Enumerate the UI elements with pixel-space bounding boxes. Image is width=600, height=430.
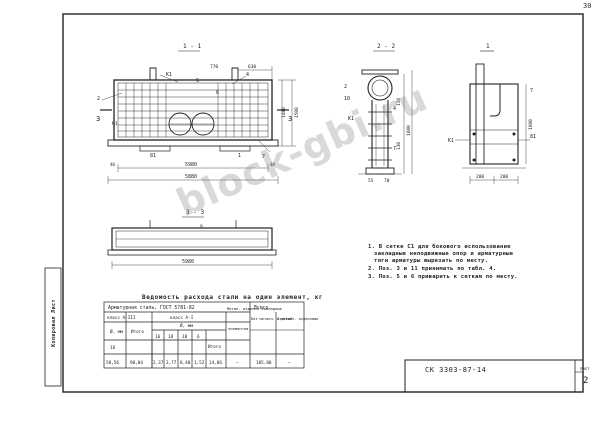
cut-mark-3-right: 3 <box>288 115 292 123</box>
label-2-2-2: 2 <box>344 84 347 90</box>
label-m1: М1 <box>112 121 118 127</box>
cut-mark-3-left: 3 <box>96 115 100 123</box>
label-2: 2 <box>97 96 100 102</box>
label-7-2: 7 <box>393 146 396 152</box>
table-cell-7: 14,86 <box>209 360 222 366</box>
note-line-5: 3. Поз. 5 и 6 приварить к сеткам по мест… <box>368 274 518 280</box>
dim-55: 55 <box>368 178 374 184</box>
view-section-2-2: 2 - 2 150 1600 130 55 70 2 10 К1 4 7 <box>344 43 413 184</box>
table-cell-2: 90,04 <box>130 360 143 366</box>
side-stamp: Копировал Лист <box>45 268 61 386</box>
page-label: лист <box>580 366 590 371</box>
table-col-a3-16: 16 <box>110 345 116 351</box>
table-header-steel: Арматурная сталь, ГОСТ 5781-82 <box>108 305 195 311</box>
pipe-section <box>367 75 393 101</box>
dim-770: 770 <box>210 64 218 70</box>
label-1: 1 <box>238 153 241 159</box>
table-cell-3: 2,37 <box>153 360 164 366</box>
dim-70: 70 <box>384 178 390 184</box>
dim-1600: 1600 <box>406 125 412 136</box>
label-7: 7 <box>262 154 265 160</box>
table-header-without: Без металл. изделий <box>251 317 292 321</box>
dim-130: 130 <box>396 142 402 150</box>
table-header-a3: класс А-III <box>107 315 136 321</box>
dim-5980: 5980 <box>185 162 197 168</box>
dim-1500: 1500 <box>294 107 300 118</box>
label-7-3: 7 <box>530 88 533 94</box>
dim-200-right: 200 <box>500 174 508 180</box>
label-6: 6 <box>216 90 219 96</box>
section-title-2-2: 2 - 2 <box>377 43 395 50</box>
table-header-total-a3: Итого <box>131 329 144 335</box>
table-header-diam-a1: Ø, мм <box>180 322 193 329</box>
detail-outline <box>469 83 519 165</box>
dim-1480: 1480 <box>281 107 287 118</box>
section-title-1: 1 <box>486 43 490 50</box>
note-line-4: 2. Поз. 3 и 11 принимать по табл. 4. <box>368 266 497 272</box>
note-line-3: тяги арматуры вырезать по месту. <box>374 258 489 264</box>
table-col-a1-18: 18 <box>168 334 174 340</box>
section-title-1-1: 1 - 1 <box>183 43 201 50</box>
label-k1-3: К1 <box>448 138 454 144</box>
table-header-a1: класс А-I <box>170 315 194 321</box>
dim-40-left: 40 <box>110 162 115 167</box>
note-line-1: 1. В сетке С1 для бокового использование <box>368 244 511 250</box>
section-title-3-3: 3 - 3 <box>186 209 204 216</box>
label-81-2: 81 <box>530 134 536 140</box>
dim-5880: 5880 <box>185 174 197 180</box>
corner-sheet-number: 30 <box>583 2 592 10</box>
side-stamp-frame <box>44 267 62 387</box>
document-code: СК 3303-87-14 <box>425 366 487 374</box>
table-col-a1-16: 16 <box>155 334 161 340</box>
title-block <box>404 359 584 393</box>
table-header-with: С металл. изделиями <box>277 317 318 321</box>
steel-table-text: Арматурная сталь, ГОСТ 5781-82 класс А-I… <box>106 305 318 366</box>
table-header-embedded-sub: элементов <box>228 326 249 331</box>
steel-table-grid <box>103 301 305 369</box>
label-k1-2: К1 <box>348 116 354 122</box>
sheet-frame <box>62 13 584 393</box>
reinforcement-mesh <box>118 83 268 137</box>
table-cell-10: — <box>288 361 291 366</box>
table-header-diam-a3: Ø, мм <box>110 328 123 335</box>
dim-200-left: 200 <box>476 174 484 180</box>
side-stamp-text: Копировал Лист <box>51 299 57 347</box>
label-81: 81 <box>150 153 156 159</box>
table-title: Ведомость расхода стали на один элемент,… <box>142 294 324 301</box>
table-cell-5: 8,40 <box>180 360 191 366</box>
dim-5980-section: 5980 <box>182 259 194 265</box>
dim-40-right: 40 <box>270 162 275 167</box>
table-header-all: Всего <box>254 305 269 311</box>
dim-1600-detail: 1600 <box>528 119 534 130</box>
table-col-a1-6: 6 <box>197 334 200 340</box>
table-header-total-a1: Итого <box>208 344 221 350</box>
table-cell-8: — <box>236 361 239 366</box>
label-10: 10 <box>344 96 350 102</box>
label-5: 5 <box>196 78 199 84</box>
table-cell-9: 105,00 <box>256 360 272 366</box>
table-cell-1: 58,56 <box>106 360 119 366</box>
label-9: 9 <box>200 224 203 230</box>
label-4: 4 <box>246 72 249 78</box>
dim-630: 630 <box>248 64 256 70</box>
note-line-2: закладные неподвижные опор и арматурные <box>374 251 514 257</box>
view-section-1-1: 1 - 1 <box>96 43 300 184</box>
lifting-loop-right <box>231 67 239 80</box>
page-number: 2 <box>583 376 589 386</box>
table-cell-4: 3,77 <box>166 360 177 366</box>
table-col-a1-10: 10 <box>182 334 188 340</box>
table-header-embedded: Метал. изделия закладные <box>227 306 283 311</box>
label-4-2: 4 <box>393 106 396 112</box>
dim-150: 150 <box>396 98 402 106</box>
table-cell-6: 1,52 <box>194 360 205 366</box>
view-section-1: 1 200 200 1600 К1 81 7 <box>448 43 536 184</box>
label-k1: К1 <box>166 72 172 78</box>
view-section-3-3: 3 - 3 5980 9 <box>107 209 277 269</box>
lifting-loop-left <box>149 67 157 80</box>
